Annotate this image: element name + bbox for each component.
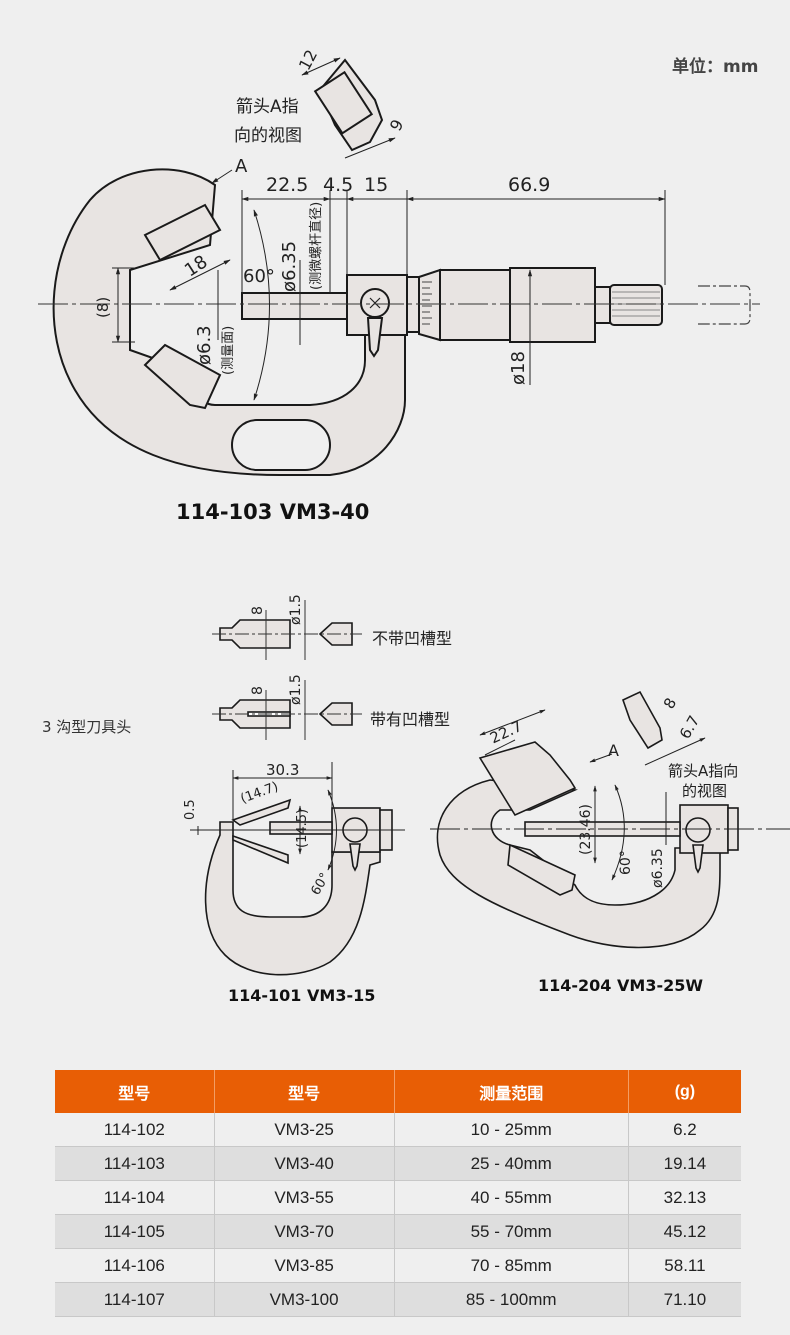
header-model: 型号 (214, 1070, 395, 1113)
dimension-label: 6.7 (676, 712, 704, 742)
vm3-25w-diagram: 22.7 8 6.7 A 箭头A指向 的视图 (23.46) 60° ø6.35 (430, 690, 790, 949)
drawing-stroke (231, 798, 292, 826)
dimension-label: 22.7 (487, 717, 525, 747)
drawing-stroke (479, 709, 546, 736)
dimension-label: 的视图 (682, 782, 727, 800)
drawing-stroke (366, 317, 384, 358)
drawing-stroke (698, 285, 751, 325)
drawing-stroke (589, 753, 613, 763)
dimension-label: A (608, 741, 619, 760)
table-header-row: 型号 型号 测量范围 (g) (55, 1070, 741, 1113)
drawing-stroke (594, 286, 611, 324)
drawing-stroke (211, 169, 233, 184)
ratchet (609, 284, 663, 326)
drawing-stroke (622, 690, 663, 750)
drawing-stroke (204, 821, 381, 976)
drawing-stroke (611, 784, 625, 881)
vm3-25w-caption: 114-204 VM3-25W (538, 976, 703, 995)
unit-label: 单位：mm (672, 57, 759, 77)
anvil-types-diagram: 8 ø1.5 8 ø1.5 不带凹槽型 带有凹槽型 (212, 594, 452, 740)
dimension-label: 18 (181, 251, 212, 281)
dimension-label: 8 (660, 695, 680, 712)
view-a-note-wide: 箭头A指向 (668, 762, 738, 780)
drawing-stroke (349, 843, 361, 872)
dimension-label: 向的视图 (234, 126, 302, 146)
lower-anvil (143, 343, 222, 410)
type-with-groove: 带有凹槽型 (370, 710, 450, 729)
dimension-label: 9 (386, 116, 408, 134)
drawing-stroke (327, 789, 337, 871)
dimension-label: (测微螺杆直径) (309, 202, 324, 290)
dimension-label: (14.7) (239, 779, 281, 806)
drawing-stroke (478, 741, 577, 817)
drawing-stroke (509, 267, 596, 343)
frame-slot (231, 419, 331, 471)
dimension-label: (14.5) (295, 809, 310, 848)
dimension-label: 0.5 (183, 799, 198, 820)
vm3-15-diagram: 30.3 (14.7) (14.5) 0.5 60° (183, 761, 405, 976)
dimension-label: 30.3 (266, 761, 299, 779)
drawing-stroke (418, 268, 441, 342)
dimension-label: 12 (295, 47, 321, 74)
vm3-15-caption: 114-101 VM3-15 (228, 986, 376, 1005)
spindle (241, 292, 351, 320)
dimension-label: (8) (94, 297, 112, 318)
main-diagram-caption: 114-103 VM3-40 (176, 500, 370, 524)
frame-body (52, 168, 406, 476)
drawing-stroke (507, 843, 576, 896)
header-weight: (g) (628, 1070, 741, 1113)
dimension-label: 22.5 (266, 174, 308, 196)
dimension-label: 66.9 (508, 174, 550, 196)
drawing-stroke (644, 737, 706, 766)
dimension-label: 60° (243, 266, 275, 287)
drawing-stroke (253, 209, 270, 401)
section-label: 3 沟型刀具头 (42, 718, 132, 736)
type-no-groove: 不带凹槽型 (372, 629, 452, 648)
view-a-detail (313, 58, 384, 152)
dimension-label: 60° (308, 871, 333, 898)
upper-anvil (143, 203, 222, 262)
drawing-stroke (685, 817, 711, 843)
dimension-label: 15 (364, 174, 388, 196)
dimension-label: ø1.5 (288, 674, 304, 705)
dimension-label: 8 (250, 606, 266, 615)
drawing-stroke (484, 739, 516, 756)
main-micrometer-diagram: 12 9 箭头A指 向的视图 A 22.5 4.5 15 66.9 18 60°… (38, 47, 760, 476)
dimension-label: 8 (250, 686, 266, 695)
dimension-label: ø6.35 (650, 848, 666, 888)
drawing-stroke (313, 70, 374, 135)
drawing-stroke (301, 57, 341, 76)
dimension-label: 60° (618, 850, 634, 875)
dimension-label: ø6.35 (279, 241, 300, 292)
dimension-label: (测量面) (221, 326, 236, 375)
dimension-label: ø1.5 (288, 594, 304, 625)
drawing-stroke (369, 297, 381, 309)
view-a-note: 箭头A指 (236, 97, 299, 117)
dimension-label: ø18 (508, 351, 529, 385)
dimension-label: (23.46) (578, 804, 594, 855)
header-model-no: 型号 (55, 1070, 215, 1113)
dimension-label: ø6.3 (194, 325, 215, 365)
drawing-stroke (344, 137, 396, 159)
drawing-stroke (436, 779, 721, 949)
drawing-stroke (169, 259, 231, 291)
thimble (439, 269, 511, 341)
header-range: 测量范围 (394, 1070, 629, 1113)
dimension-label: 4.5 (323, 174, 353, 196)
drawing-stroke (232, 834, 289, 865)
dimension-label: A (235, 156, 248, 177)
drawing-stroke (692, 844, 704, 874)
